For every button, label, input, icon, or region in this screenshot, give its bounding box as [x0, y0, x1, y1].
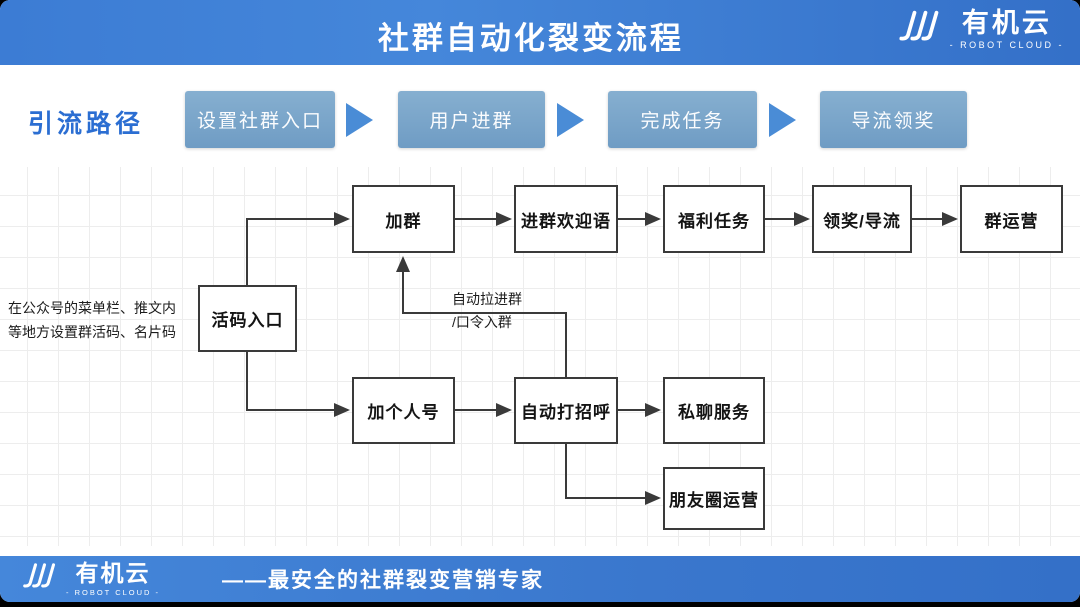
- annotation-line2: /口令入群: [452, 314, 512, 330]
- flow-node-join-group: 加群: [352, 185, 455, 253]
- header-logo: 有机云 - ROBOT CLOUD -: [898, 8, 1064, 51]
- flow-node-welcome-message: 进群欢迎语: [514, 185, 618, 253]
- header-bar: 社群自动化裂变流程 有机云 - ROBOT CLOUD -: [0, 0, 1080, 65]
- path-row-label: 引流路径: [28, 110, 145, 138]
- path-step-set-entry: 设置社群入口: [185, 91, 335, 148]
- flow-node-private-chat-service: 私聊服务: [663, 377, 765, 444]
- right-arrow-icon: [557, 103, 584, 137]
- robot-cloud-logo-icon: [898, 8, 942, 51]
- flow-node-claim-reward-divert: 领奖/导流: [812, 185, 912, 253]
- right-arrow-icon: [346, 103, 373, 137]
- header-logo-text: 有机云 - ROBOT CLOUD -: [949, 8, 1064, 50]
- side-note-line1: 在公众号的菜单栏、推文内: [8, 300, 176, 316]
- logo-name: 有机云: [961, 8, 1052, 39]
- robot-cloud-logo-icon: [22, 561, 58, 597]
- logo-subtitle: - ROBOT CLOUD -: [66, 587, 161, 597]
- footer-logo: 有机云 - ROBOT CLOUD -: [22, 561, 160, 597]
- footer-bar: 有机云 - ROBOT CLOUD - ——最安全的社群裂变营销专家: [0, 556, 1080, 602]
- right-arrow-icon: [769, 103, 796, 137]
- path-step-user-join: 用户进群: [398, 91, 545, 148]
- page-title: 社群自动化裂变流程: [377, 21, 684, 56]
- flow-node-moments-operation: 朋友圈运营: [663, 467, 765, 530]
- path-step-complete-task: 完成任务: [608, 91, 757, 148]
- flow-node-auto-greeting: 自动打招呼: [514, 377, 618, 444]
- flow-node-benefit-task: 福利任务: [663, 185, 765, 253]
- flow-node-add-personal-account: 加个人号: [352, 377, 455, 444]
- footer-tagline: ——最安全的社群裂变营销专家: [222, 569, 545, 592]
- annotation-line1: 自动拉进群: [452, 291, 522, 307]
- logo-subtitle: - ROBOT CLOUD -: [949, 39, 1064, 50]
- flow-node-group-operation: 群运营: [960, 185, 1063, 253]
- connector-annotation: 自动拉进群 /口令入群: [452, 288, 522, 334]
- logo-name: 有机云: [75, 560, 151, 587]
- footer-logo-text: 有机云 - ROBOT CLOUD -: [66, 560, 161, 597]
- path-step-claim-reward: 导流领奖: [820, 91, 967, 148]
- flow-node-live-code-entry: 活码入口: [198, 285, 297, 352]
- side-note-line2: 等地方设置群活码、名片码: [8, 324, 176, 340]
- side-note: 在公众号的菜单栏、推文内 等地方设置群活码、名片码: [8, 296, 196, 344]
